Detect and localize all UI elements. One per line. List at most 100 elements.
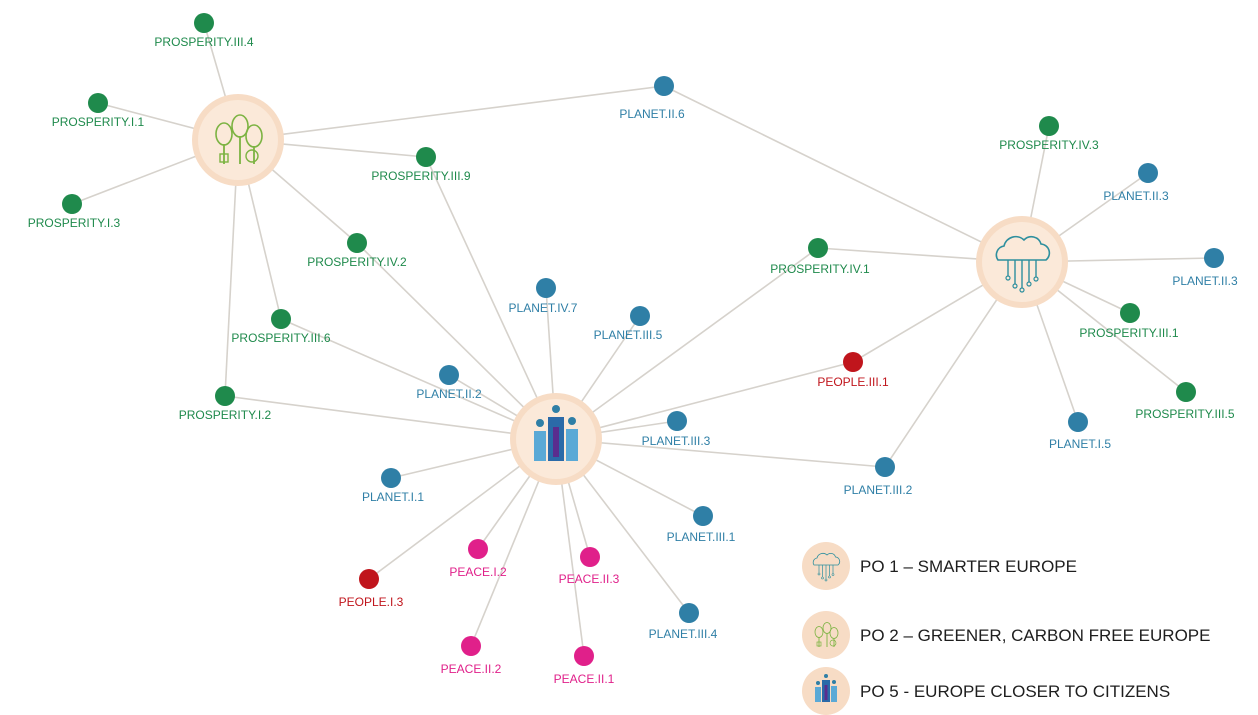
node-dot bbox=[630, 306, 650, 326]
person-head-center bbox=[552, 405, 560, 413]
building-door bbox=[824, 685, 828, 700]
node-label: PEACE.I.2 bbox=[449, 565, 507, 579]
node-label: PLANET.II.3 bbox=[1103, 189, 1169, 203]
circuit-dot bbox=[821, 576, 824, 580]
person-head-right bbox=[568, 417, 576, 425]
node-label: PROSPERITY.IV.1 bbox=[770, 262, 870, 276]
node-PROSPERITY.IV.3: PROSPERITY.IV.3 bbox=[999, 116, 1099, 152]
trees-leaf-icon bbox=[192, 94, 284, 186]
node-PLANET.IV.7: PLANET.IV.7 bbox=[509, 278, 578, 315]
node-dot bbox=[194, 13, 214, 33]
node-label: PEACE.II.3 bbox=[559, 572, 620, 586]
node-PROSPERITY.III.1: PROSPERITY.III.1 bbox=[1079, 303, 1179, 340]
node-dot bbox=[439, 365, 459, 385]
edge-po5-PROSPERITY.III.9 bbox=[425, 156, 557, 440]
node-label: PEACE.II.2 bbox=[441, 662, 502, 676]
node-PLANET.I.1: PLANET.I.1 bbox=[362, 468, 424, 504]
legend-label: PO 5 - EUROPE CLOSER TO CITIZENS bbox=[860, 682, 1170, 701]
node-label: PLANET.III.2 bbox=[844, 483, 913, 497]
node-PROSPERITY.IV.1: PROSPERITY.IV.1 bbox=[770, 238, 870, 276]
node-dot bbox=[468, 539, 488, 559]
legend-item-po1: PO 1 – SMARTER EUROPE bbox=[802, 542, 1077, 590]
circuit-dot bbox=[1026, 281, 1032, 287]
cloud-shape bbox=[995, 235, 1051, 261]
node-dot bbox=[580, 547, 600, 567]
city-buildings-icon bbox=[510, 393, 602, 485]
node-dot bbox=[654, 76, 674, 96]
pot-shape bbox=[816, 641, 822, 647]
legend-hub-circle bbox=[802, 611, 850, 659]
cloud-circuit-icon bbox=[976, 216, 1068, 308]
node-label: PLANET.I.5 bbox=[1049, 437, 1111, 451]
node-dot bbox=[359, 569, 379, 589]
node-PEACE.II.1: PEACE.II.1 bbox=[554, 646, 615, 686]
node-PROSPERITY.III.5: PROSPERITY.III.5 bbox=[1135, 382, 1235, 421]
node-PLANET.III.4: PLANET.III.4 bbox=[649, 603, 718, 641]
node-PROSPERITY.I.1: PROSPERITY.I.1 bbox=[52, 93, 145, 129]
circuit-dot bbox=[828, 575, 831, 579]
node-label: PLANET.III.3 bbox=[642, 434, 711, 448]
node-label: PROSPERITY.III.9 bbox=[371, 169, 470, 183]
node-PLANET.III.5: PLANET.III.5 bbox=[594, 306, 663, 342]
node-PROSPERITY.III.6: PROSPERITY.III.6 bbox=[231, 309, 331, 345]
node-PEOPLE.III.1: PEOPLE.III.1 bbox=[817, 352, 889, 389]
node-label: PLANET.II.3 bbox=[1172, 274, 1238, 288]
node-label: PLANET.I.1 bbox=[362, 490, 424, 504]
node-dot bbox=[461, 636, 481, 656]
nodes-layer: PROSPERITY.III.4PROSPERITY.I.1PROSPERITY… bbox=[28, 13, 1238, 686]
building-left bbox=[815, 687, 821, 702]
node-dot bbox=[271, 309, 291, 329]
legend: PO 1 – SMARTER EUROPE PO 2 – GREENER, CAR… bbox=[802, 542, 1210, 715]
node-PLANET.I.5: PLANET.I.5 bbox=[1049, 412, 1111, 451]
node-PROSPERITY.IV.2: PROSPERITY.IV.2 bbox=[307, 233, 407, 269]
node-dot bbox=[808, 238, 828, 258]
legend-item-po2: PO 2 – GREENER, CARBON FREE EUROPE bbox=[802, 611, 1210, 659]
node-dot bbox=[679, 603, 699, 623]
node-label: PROSPERITY.III.1 bbox=[1079, 326, 1178, 340]
node-PLANET.III.3: PLANET.III.3 bbox=[642, 411, 711, 448]
edge-po5-PLANET.III.2 bbox=[555, 438, 886, 468]
circuit-dot bbox=[1033, 276, 1039, 282]
node-label: PLANET.III.1 bbox=[667, 530, 736, 544]
node-dot bbox=[1204, 248, 1224, 268]
node-dot bbox=[416, 147, 436, 167]
node-dot bbox=[574, 646, 594, 666]
node-dot bbox=[1120, 303, 1140, 323]
leaf-badge bbox=[245, 149, 259, 163]
node-dot bbox=[1039, 116, 1059, 136]
hubs-layer bbox=[192, 94, 1068, 485]
pot-shape bbox=[219, 153, 229, 163]
edge-po5-PROSPERITY.I.2 bbox=[224, 395, 557, 440]
node-label: PROSPERITY.I.1 bbox=[52, 115, 145, 129]
node-PROSPERITY.I.3: PROSPERITY.I.3 bbox=[28, 194, 121, 230]
circuit-dot bbox=[824, 578, 828, 582]
node-PEOPLE.I.3: PEOPLE.I.3 bbox=[339, 569, 404, 609]
node-dot bbox=[667, 411, 687, 431]
node-PLANET.II.6: PLANET.II.6 bbox=[619, 76, 685, 121]
node-PROSPERITY.III.4: PROSPERITY.III.4 bbox=[154, 13, 254, 49]
node-dot bbox=[62, 194, 82, 214]
leaf-badge bbox=[829, 639, 837, 647]
building-right bbox=[831, 686, 837, 702]
node-PLANET.III.2: PLANET.III.2 bbox=[844, 457, 913, 497]
node-label: PROSPERITY.I.3 bbox=[28, 216, 121, 230]
node-label: PLANET.IV.7 bbox=[509, 301, 578, 315]
person-head-center bbox=[824, 674, 828, 678]
building-left bbox=[534, 431, 546, 461]
node-dot bbox=[381, 468, 401, 488]
node-label: PLANET.III.5 bbox=[594, 328, 663, 342]
node-PLANET.II.3b: PLANET.II.3 bbox=[1172, 248, 1238, 288]
circuit-dot bbox=[1005, 275, 1011, 281]
node-PLANET.III.1: PLANET.III.1 bbox=[667, 506, 736, 544]
node-label: PROSPERITY.IV.3 bbox=[999, 138, 1099, 152]
node-label: PEOPLE.III.1 bbox=[817, 375, 889, 389]
node-PROSPERITY.III.9: PROSPERITY.III.9 bbox=[371, 147, 471, 183]
person-head-right bbox=[832, 680, 836, 684]
edge-po5-PROSPERITY.IV.1 bbox=[555, 247, 819, 440]
circuit-dot bbox=[1012, 283, 1018, 289]
edge-po5-PROSPERITY.IV.2 bbox=[356, 242, 557, 440]
node-PLANET.II.3a: PLANET.II.3 bbox=[1103, 163, 1169, 203]
node-label: PEACE.II.1 bbox=[554, 672, 615, 686]
edge-po2-PLANET.II.6 bbox=[237, 85, 665, 141]
